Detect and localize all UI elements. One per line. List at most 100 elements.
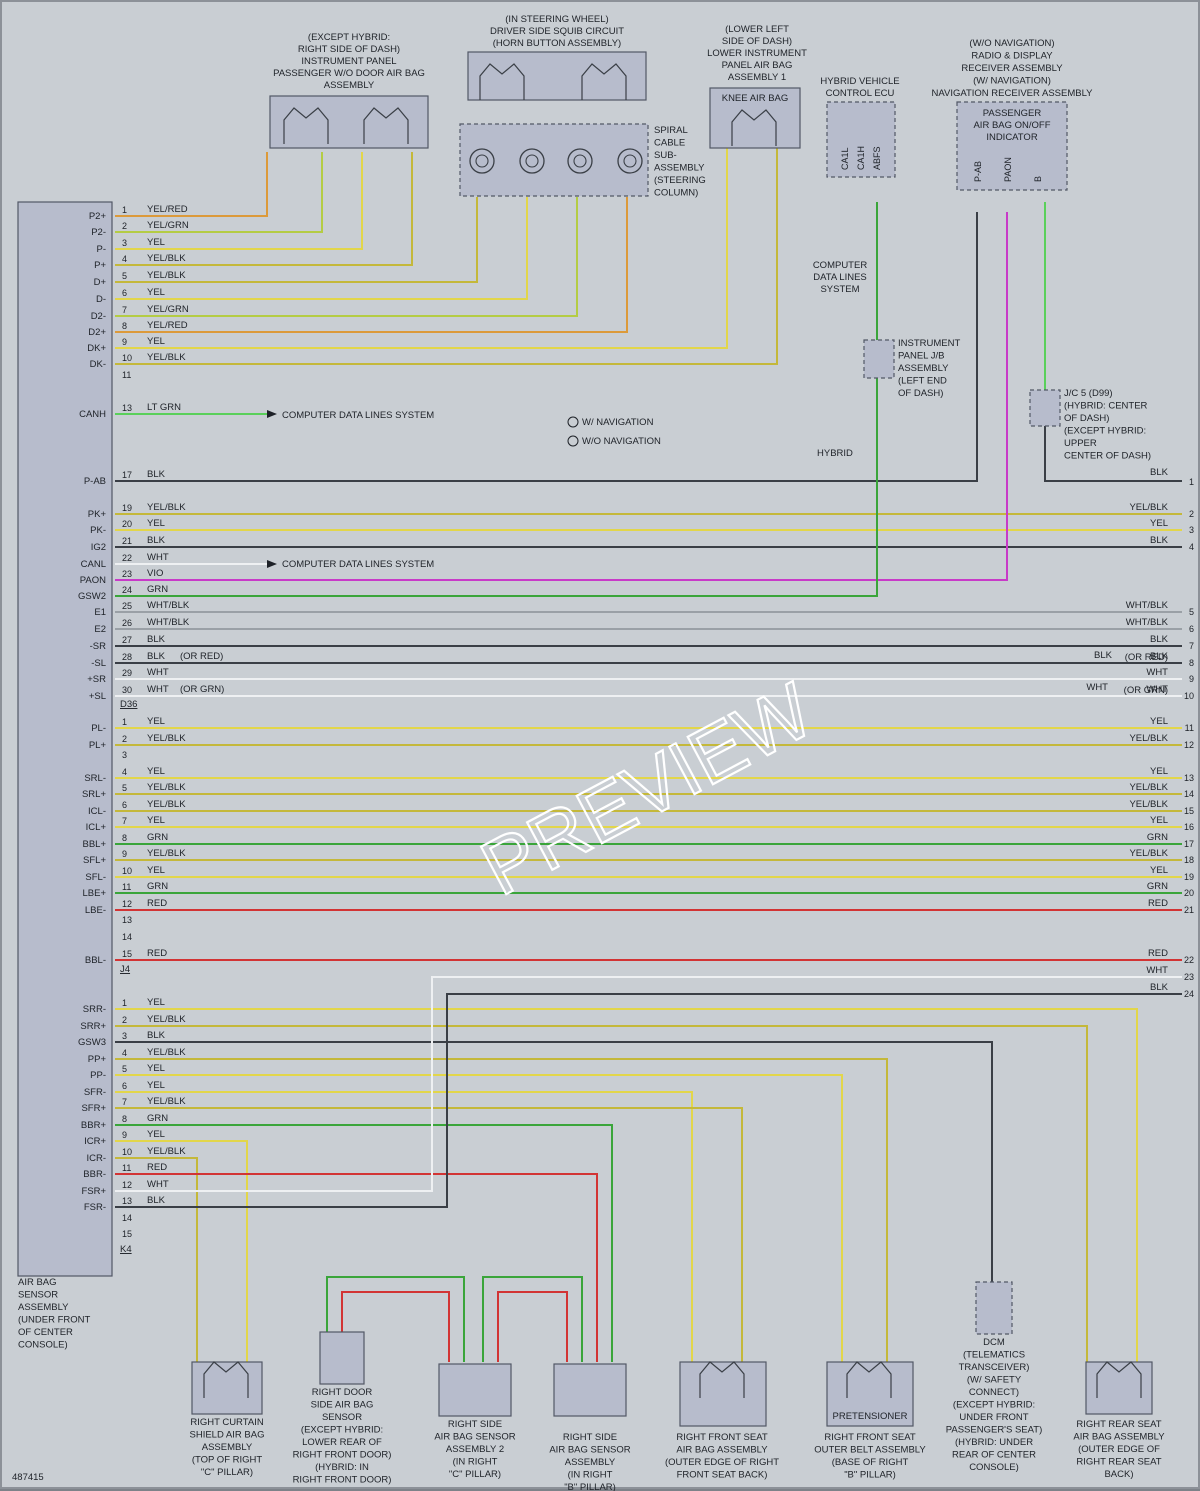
sensor-pin-label: +SR [87, 674, 106, 685]
wire-color-label: WHT/BLK [147, 600, 190, 611]
sensor-pin-number: 27 [122, 635, 132, 645]
knee-label: (LOWER LEFT [725, 24, 789, 35]
sensor-pin-number: 12 [122, 899, 132, 909]
hybrid-ecu-box [826, 101, 896, 178]
sensor-pin-number: 1 [122, 998, 127, 1008]
sensor-pin-label: PP- [90, 1070, 106, 1081]
door-sensor-label: SIDE AIR BAG [311, 1400, 374, 1411]
sensor-pin-number: 10 [122, 866, 132, 876]
sensor-pin-label: E2 [94, 624, 106, 635]
wire-k4-3 [115, 1041, 993, 1287]
front-seat-box [679, 1361, 767, 1427]
sensor-pin-number: 5 [122, 271, 127, 281]
sensor-pin-number: 2 [122, 1015, 127, 1025]
wire-color-label: WHT [147, 1179, 169, 1190]
or-red-note: (OR RED) [180, 651, 223, 662]
belt-label: (BASE OF RIGHT [832, 1457, 909, 1468]
horn-label: (IN STEERING WHEEL) [505, 14, 608, 25]
sensor-pin-number: 6 [122, 1081, 127, 1091]
sensor-pin-label: BBL- [85, 955, 106, 966]
sensor-pin-number: 5 [122, 783, 127, 793]
spiral-coil [623, 154, 637, 168]
sensor-pin-label: PK- [90, 525, 106, 536]
indicator-pin-label: P-AB [973, 161, 983, 182]
spiral-cable-label: SUB- [654, 150, 677, 161]
dcm-label: (EXCEPT HYBRID: [953, 1400, 1035, 1411]
wire-color-label: YEL [147, 1129, 165, 1140]
right-wire-label: YEL [1150, 815, 1168, 826]
belt-label: "B" PILLAR) [844, 1470, 896, 1481]
sensor-pin-label: BBL+ [82, 839, 106, 850]
legend-with-nav: W/ NAVIGATION [582, 417, 654, 428]
side-sensor-2-label: RIGHT SIDE [448, 1419, 502, 1430]
sensor-pin-number: 7 [122, 305, 127, 315]
sensor-pin-label: P2+ [89, 211, 107, 222]
dcm-label: DCM [983, 1337, 1005, 1348]
wire-color-label: WHT/BLK [147, 617, 190, 628]
belt-label: RIGHT FRONT SEAT [824, 1432, 916, 1443]
wire-color-label: YEL/GRN [147, 220, 189, 231]
wire-side-grn [482, 1276, 583, 1362]
right-pin-number: 4 [1189, 542, 1194, 552]
radio-label: NAVIGATION RECEIVER ASSEMBLY [931, 88, 1093, 99]
curtain-label: ASSEMBLY [202, 1442, 253, 1453]
right-pin-number: 13 [1184, 773, 1194, 783]
passenger-bag-label: ASSEMBLY [324, 80, 375, 91]
ecu-pin-label: CA1L [840, 147, 850, 170]
jc5-box [1029, 389, 1061, 427]
wire-color-label: YEL [147, 815, 165, 826]
sensor-pin-number: 13 [122, 1196, 132, 1206]
spiral-cable-label: COLUMN) [654, 188, 698, 199]
indicator-label: AIR BAG ON/OFF [973, 120, 1050, 131]
knee-bag-box [709, 87, 801, 149]
right-pin-number: 3 [1189, 525, 1194, 535]
wire-pin-5 [115, 197, 478, 283]
front-seat-label: AIR BAG ASSEMBLY [676, 1445, 768, 1456]
hybrid-ecu-label: CONTROL ECU [826, 88, 895, 99]
right-wire-label: GRN [1147, 881, 1168, 892]
diagram-id-number: 487415 [12, 1472, 44, 1483]
wire-color-label: WHT [147, 667, 169, 678]
horn-label: (HORN BUTTON ASSEMBLY) [493, 38, 621, 49]
sensor-label: AIR BAG [18, 1277, 57, 1288]
sensor-pin-number: 15 [122, 1229, 132, 1239]
sensor-pin-number: 4 [122, 1048, 127, 1058]
wire-color-label: YEL/BLK [147, 782, 186, 793]
right-wire-label: YEL [1150, 865, 1168, 876]
dcm-label: UNDER FRONT [959, 1412, 1028, 1423]
wire-color-label: YEL/GRN [147, 304, 189, 315]
wire-color-label: YEL [147, 716, 165, 727]
dcm-label: (HYBRID: UNDER [955, 1437, 1033, 1448]
right-wire-label: BLK [1150, 535, 1169, 546]
right-wire-label: YEL/BLK [1129, 782, 1168, 793]
right-pin-number: 19 [1184, 872, 1194, 882]
arrow-head [267, 410, 277, 418]
door-sensor-box [319, 1331, 365, 1385]
side-sensor-label: ASSEMBLY [565, 1457, 616, 1468]
sensor-pin-number: 5 [122, 1064, 127, 1074]
sensor-pin-number: 4 [122, 254, 127, 264]
indicator-pin-label: B [1033, 176, 1043, 182]
right-pin-number: 22 [1184, 955, 1194, 965]
side-sensor-2-label: "C" PILLAR) [449, 1469, 501, 1480]
dcm-label: TRANSCEIVER) [959, 1362, 1030, 1373]
right-wire-label: BLK [1150, 634, 1169, 645]
sensor-pin-label: ICL- [88, 806, 106, 817]
front-seat-label: (OUTER EDGE OF RIGHT [665, 1457, 779, 1468]
sensor-pin-number: 1 [122, 205, 127, 215]
sensor-pin-number: 29 [122, 668, 132, 678]
hybrid-label: HYBRID [817, 448, 853, 459]
indicator-label: INDICATOR [986, 132, 1038, 143]
sensor-pin-number: 6 [122, 800, 127, 810]
right-pin-number: 23 [1184, 972, 1194, 982]
right-wire-label: WHT/BLK [1126, 617, 1169, 628]
wire-side-red [497, 1291, 568, 1362]
or-red-note: (OR RED) [1125, 652, 1168, 663]
wire-k4-2 [115, 1025, 1088, 1362]
right-wire-label: YEL/BLK [1129, 799, 1168, 810]
right-wire-label: YEL/BLK [1129, 848, 1168, 859]
computer-data-lines-label: COMPUTER DATA LINES SYSTEM [282, 559, 434, 570]
sensor-pin-number: 8 [122, 833, 127, 843]
sensor-pin-number: 11 [122, 370, 131, 380]
